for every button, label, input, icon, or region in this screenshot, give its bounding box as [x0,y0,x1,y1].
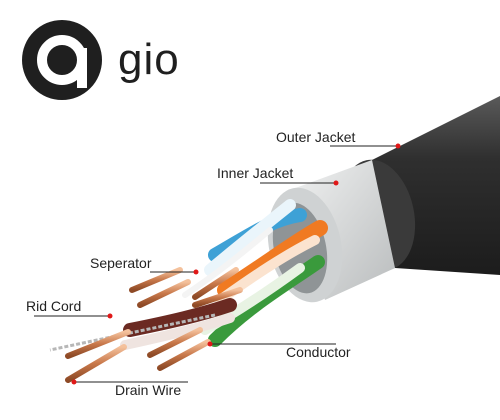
separator-strip [182,227,273,298]
callout-inner-jacket: Inner Jacket [217,165,339,186]
label-separator: Seperator [90,255,152,271]
logo-wordmark: gio [118,35,180,84]
label-inner-jacket: Inner Jacket [217,165,293,181]
gio-logo: gio [22,20,180,100]
callout-drain-wire: Drain Wire [71,379,188,398]
callout-conductor: Conductor [207,341,351,360]
label-conductor: Conductor [286,344,351,360]
blue-white-pair [204,199,296,276]
brown-pair [123,298,237,337]
logo-badge [22,20,102,100]
twisted-pairs [49,199,328,352]
label-rid-cord: Rid Cord [26,298,81,314]
rip-cord [49,313,216,352]
callout-outer-jacket: Outer Jacket [276,129,401,149]
label-outer-jacket: Outer Jacket [276,129,355,145]
callout-separator: Seperator [90,255,199,275]
logo-stem [77,48,87,88]
copper-conductors [65,267,243,383]
callout-rid-cord: Rid Cord [26,298,113,319]
label-drain-wire: Drain Wire [115,382,181,398]
brown-white-pair [120,313,235,350]
